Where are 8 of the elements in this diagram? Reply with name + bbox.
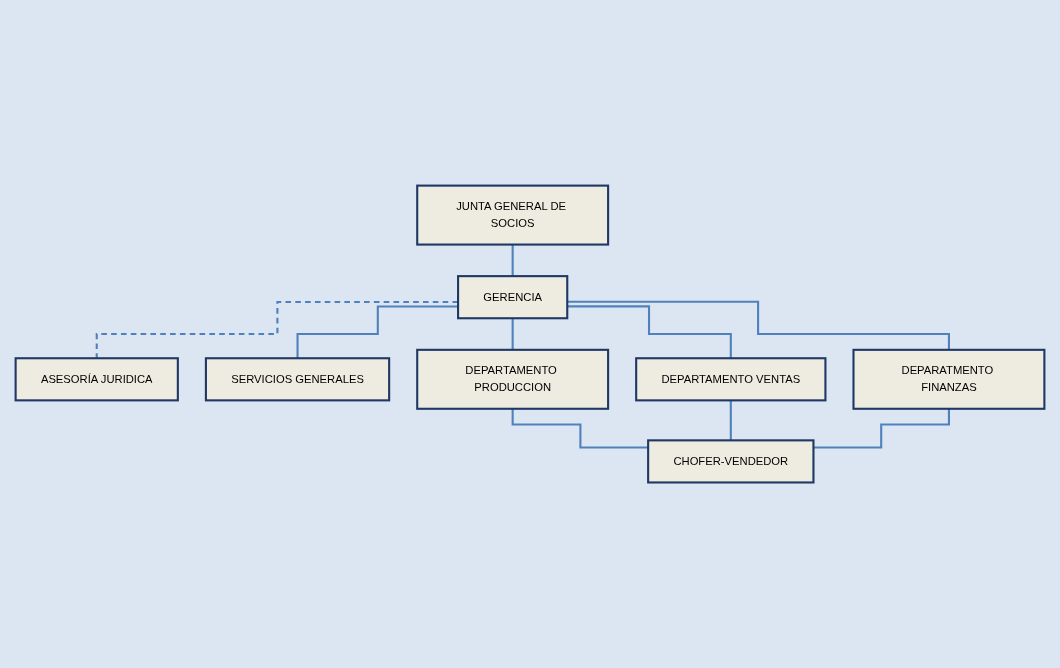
node-box: SERVICIOS GENERALES <box>204 357 391 402</box>
node-box: ASESORÍA JURIDICA <box>14 357 179 402</box>
node-box: GERENCIA <box>457 275 569 320</box>
node-box: JUNTA GENERAL DE SOCIOS <box>416 184 610 246</box>
node-box: DEPARATMENTO FINANZAS <box>852 348 1046 410</box>
node-box: DEPARTAMENTO VENTAS <box>635 357 827 402</box>
node-box: DEPARTAMENTO PRODUCCION <box>416 348 610 410</box>
node-box: CHOFER-VENDEDOR <box>647 439 815 484</box>
